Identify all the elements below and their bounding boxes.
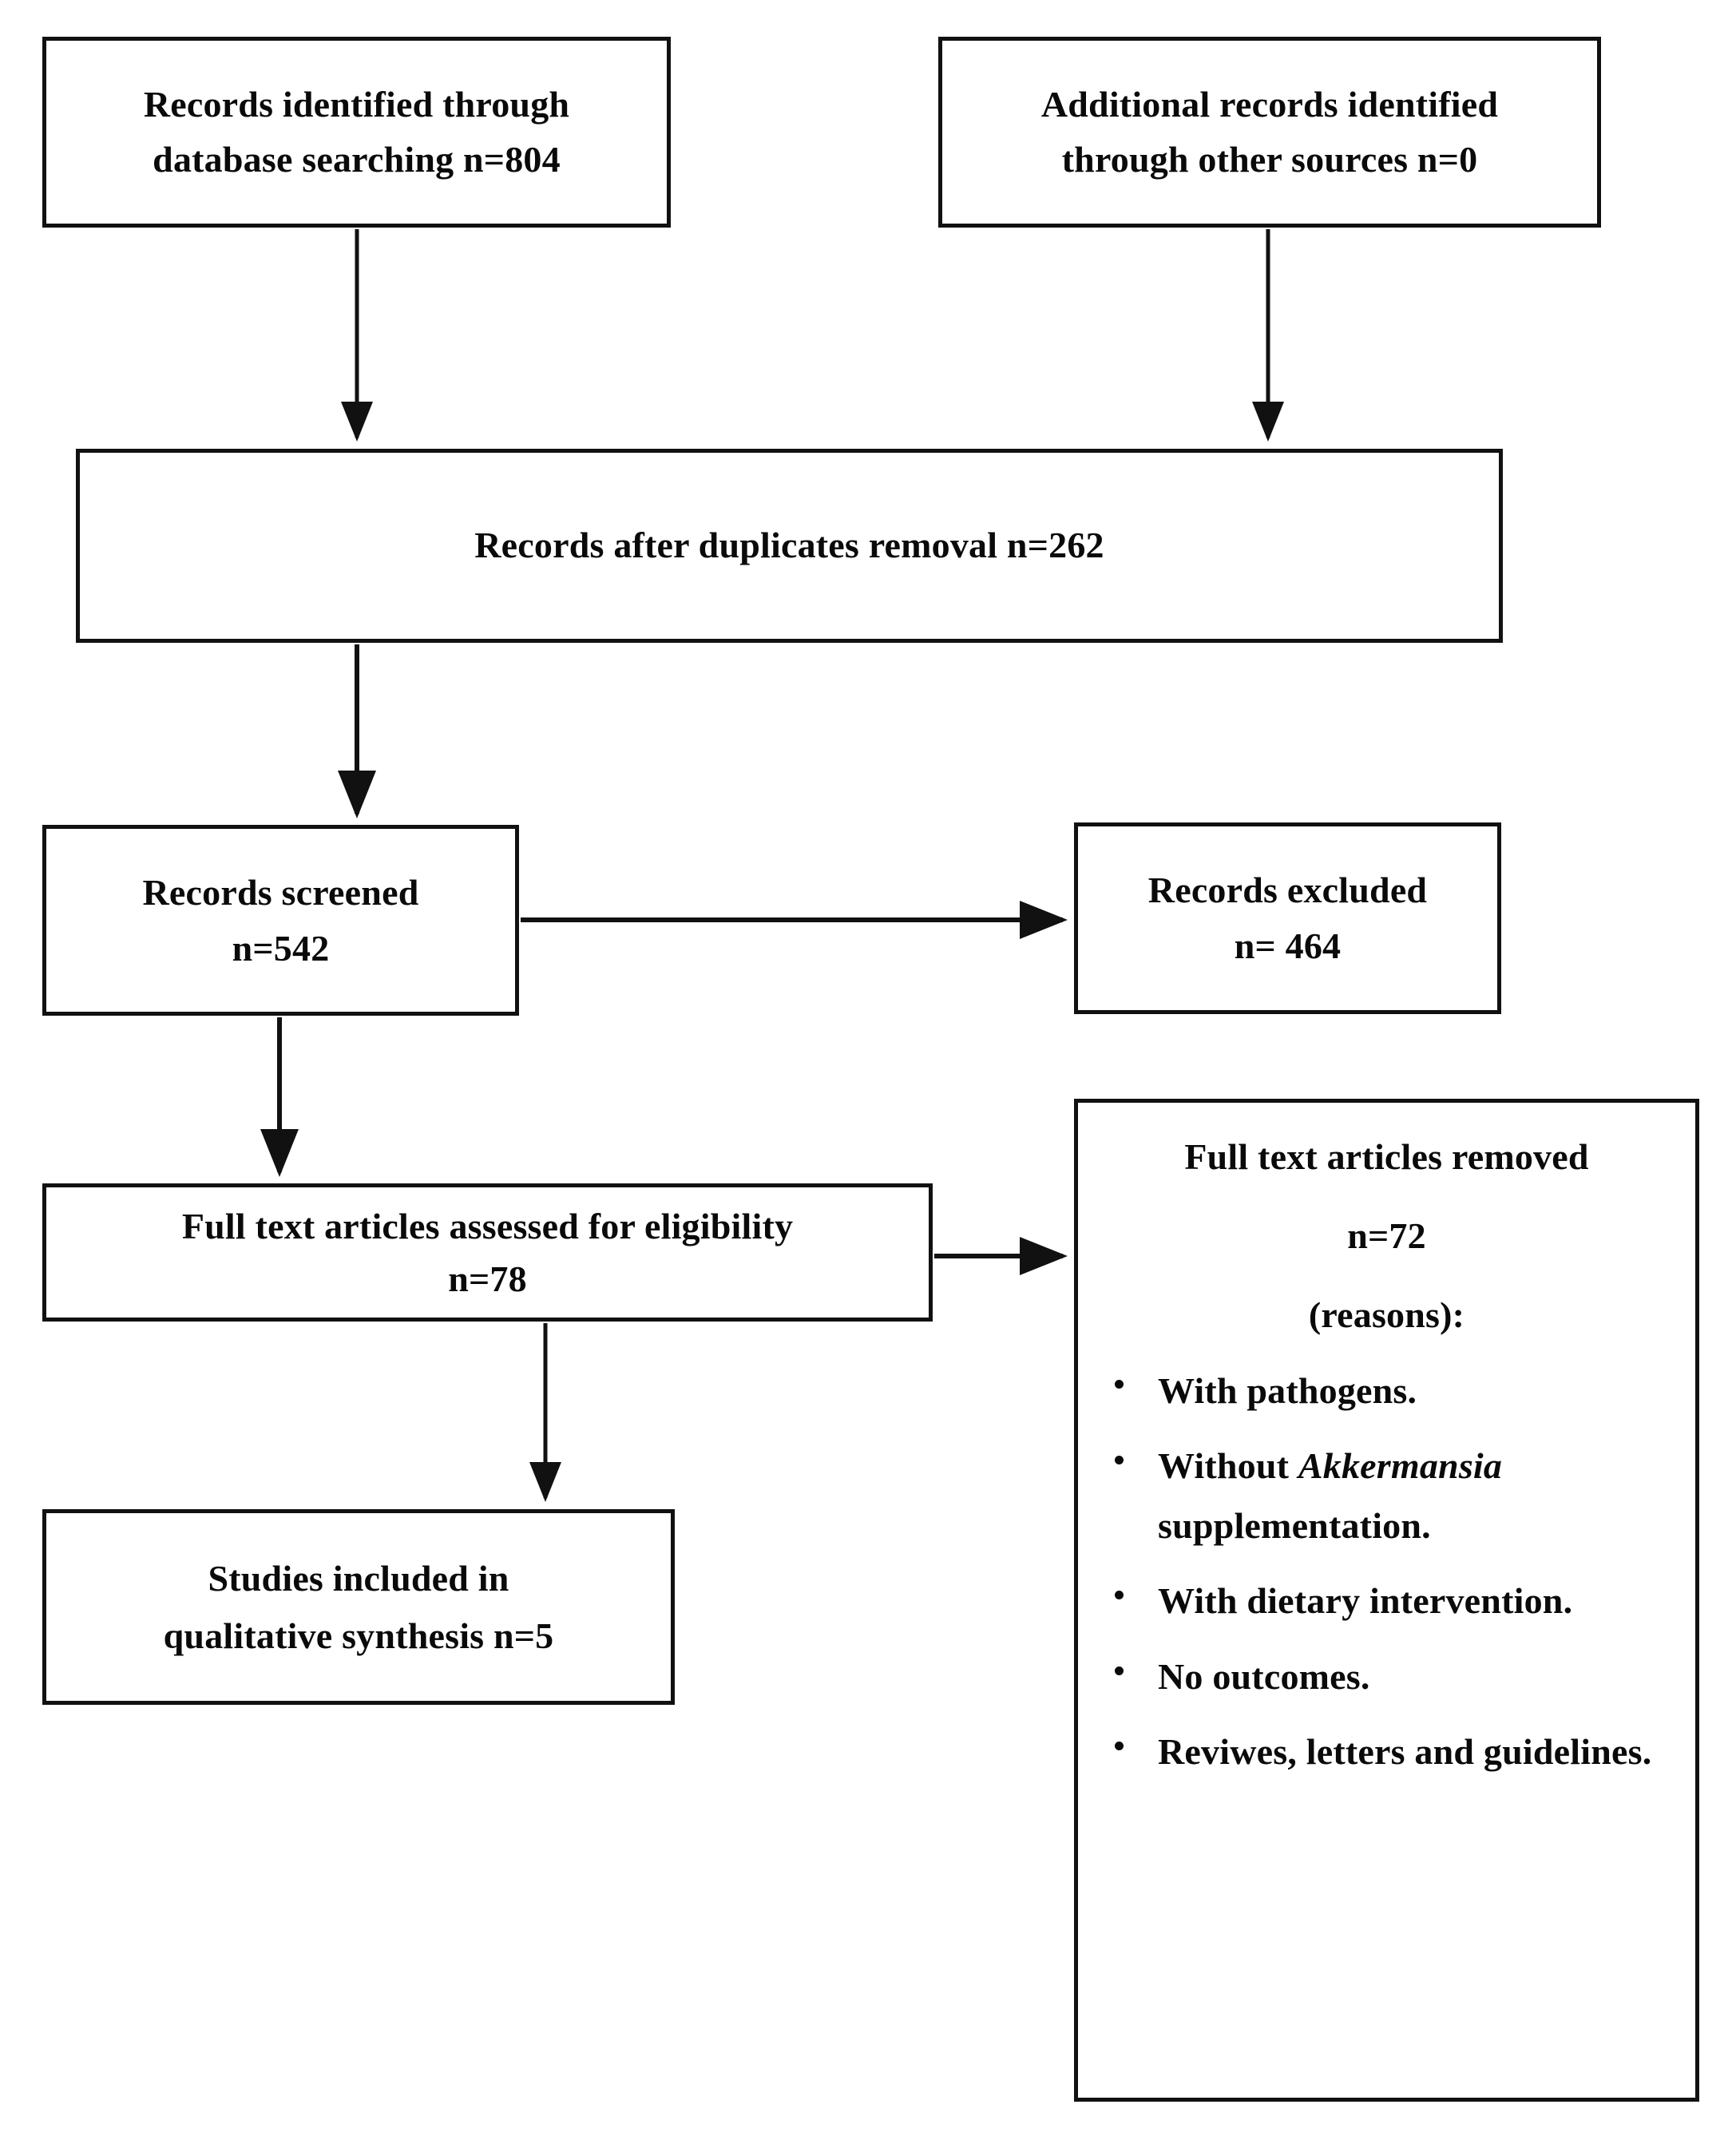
species-name: Akkermansia: [1298, 1445, 1503, 1487]
bullet-icon: [1115, 1455, 1124, 1464]
removal-reasons-list: With pathogens. Without Akkermansia suppl…: [1097, 1361, 1676, 1782]
bullet-icon: [1115, 1380, 1124, 1389]
bullet-icon: [1115, 1666, 1124, 1675]
node-database-line2: database searching n=804: [153, 138, 561, 180]
node-database-line1: Records identified through: [143, 84, 570, 125]
removal-reason-text: Reviwes, letters and guidelines.: [1158, 1731, 1652, 1773]
removal-reason-item: Reviwes, letters and guidelines.: [1102, 1722, 1676, 1782]
removal-reason-text: No outcomes.: [1158, 1655, 1370, 1697]
removal-reason-text: With dietary intervention.: [1158, 1580, 1573, 1622]
node-included-line2: qualitative synthesis n=5: [163, 1615, 554, 1656]
node-duplicates-line1: Records after duplicates removal n=262: [474, 525, 1104, 566]
removal-reason-item: With dietary intervention.: [1102, 1571, 1676, 1631]
node-eligibility-line2: n=78: [448, 1258, 527, 1299]
bullet-icon: [1115, 1591, 1124, 1600]
removal-reason-text: Without Akkermansia supplementation.: [1158, 1445, 1503, 1546]
node-other-line2: through other sources n=0: [1061, 138, 1478, 180]
node-records-excluded: Records excluded n= 464: [1074, 822, 1501, 1014]
node-full-text-articles-assessed: Full text articles assessed for eligibil…: [42, 1183, 933, 1322]
removed-reasons-label: (reasons):: [1308, 1294, 1465, 1336]
node-eligibility-line1: Full text articles assessed for eligibil…: [181, 1206, 794, 1247]
removed-title: Full text articles removed: [1184, 1136, 1589, 1177]
removal-reason-item: No outcomes.: [1102, 1647, 1676, 1707]
node-records-identified-database: Records identified through database sear…: [42, 37, 671, 228]
removal-reason-text: With pathogens.: [1158, 1369, 1417, 1411]
removed-count: n=72: [1347, 1215, 1426, 1257]
removal-reason-item: Without Akkermansia supplementation.: [1102, 1437, 1676, 1555]
removal-reason-item: With pathogens.: [1102, 1361, 1676, 1421]
removed-header: Full text articles removed n=72 (reasons…: [1097, 1135, 1676, 1338]
node-included-line1: Studies included in: [208, 1557, 509, 1599]
node-excluded-line2: n= 464: [1234, 925, 1342, 966]
node-records-after-duplicates-removal: Records after duplicates removal n=262: [76, 449, 1503, 643]
node-records-screened: Records screened n=542: [42, 825, 519, 1016]
node-screened-line1: Records screened: [142, 871, 419, 913]
node-other-line1: Additional records identified: [1040, 84, 1499, 125]
node-full-text-articles-removed: Full text articles removed n=72 (reasons…: [1074, 1099, 1699, 2102]
node-excluded-line1: Records excluded: [1147, 870, 1428, 911]
bullet-icon: [1115, 1742, 1124, 1751]
node-studies-included-qualitative-synthesis: Studies included in qualitative synthesi…: [42, 1509, 675, 1705]
node-screened-line2: n=542: [232, 927, 330, 969]
node-additional-records-other-sources: Additional records identified through ot…: [938, 37, 1601, 228]
